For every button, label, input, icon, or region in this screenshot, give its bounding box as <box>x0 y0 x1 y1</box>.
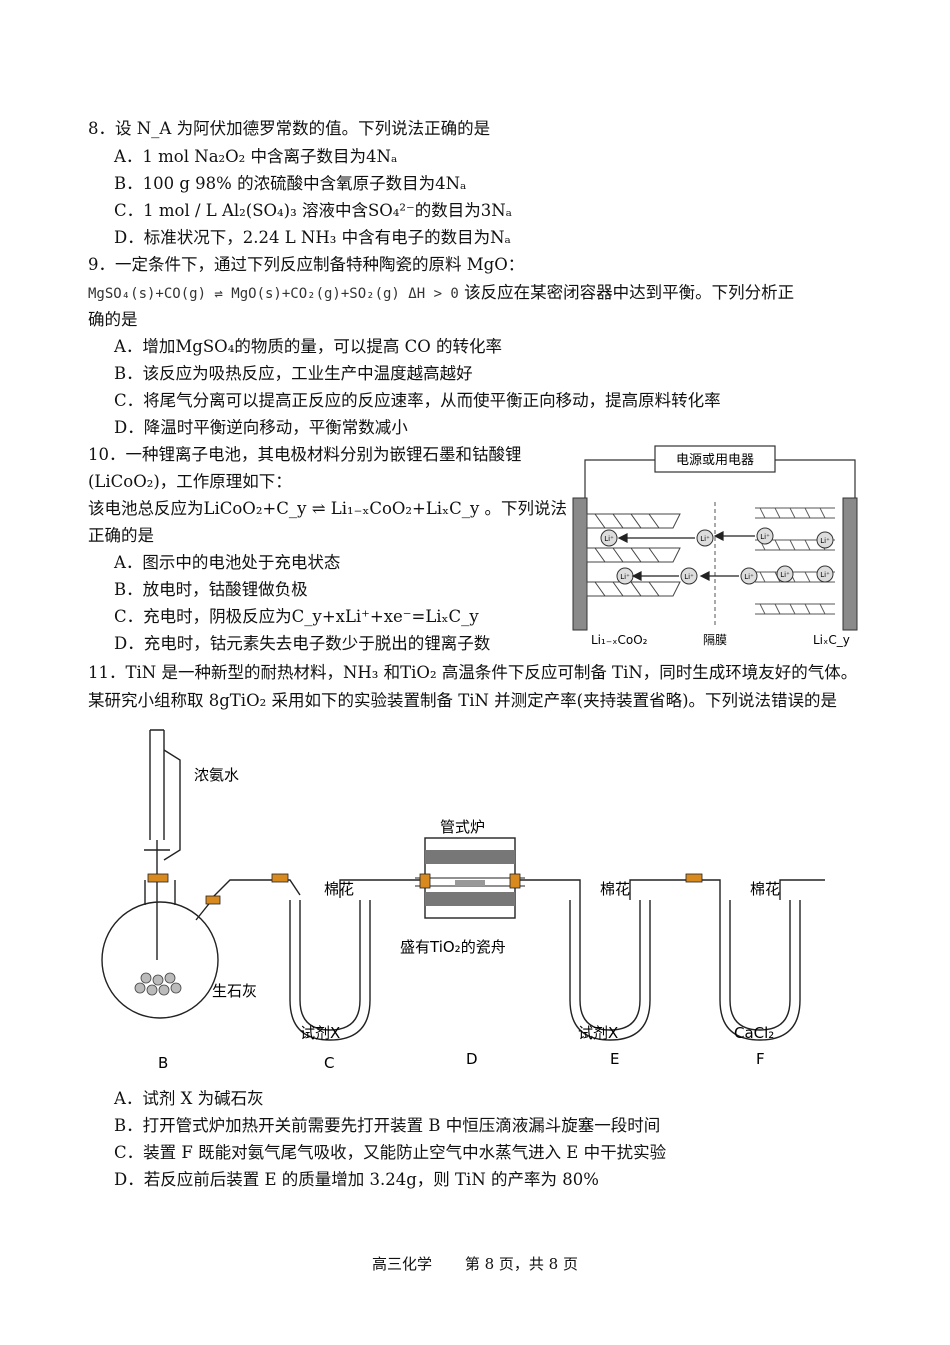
dropping-funnel <box>149 729 165 840</box>
q8-option-a: A．1 mol Na₂O₂ 中含离子数目为4Nₐ <box>114 147 398 166</box>
u-tube-f <box>719 900 801 1041</box>
q9-option-b: B．该反应为吸热反应，工业生产中温度越高越好 <box>114 364 473 383</box>
q9-equation: MgSO₄(s)+CO(g) ⇌ MgO(s)+CO₂(g)+SO₂(g) ΔH… <box>88 286 459 302</box>
quicklime-beads <box>134 972 182 996</box>
q10-stem-3: 该电池总反应为LiCoO₂+C_y ⇌ Li₁₋ₓCoO₂+LiₓC_y 。下列… <box>88 499 568 518</box>
q10-stem-2: (LiCoO₂)，工作原理如下： <box>88 472 292 491</box>
quicklime-label: 生石灰 <box>212 982 257 1000</box>
label-e: E <box>610 1050 619 1068</box>
q10-option-b: B．放电时，钴酸锂做负极 <box>114 580 308 599</box>
reagent-c-label: 试剂X <box>300 1024 340 1042</box>
u-tube-c <box>289 900 371 1041</box>
li-ion-label: Li⁺ <box>700 535 710 543</box>
q9-stem: 9．一定条件下，通过下列反应制备特种陶瓷的原料 MgO： <box>88 255 525 274</box>
q8-option-b: B．100 g 98% 的浓硫酸中含氧原子数目为4Nₐ <box>114 174 467 193</box>
ion-arrows <box>617 531 755 581</box>
q8-option-c: C．1 mol / L Al₂(SO₄)₃ 溶液中含SO₄²⁻的数目为3Nₐ <box>114 201 513 220</box>
cobalt-oxide-layers <box>586 513 681 597</box>
li-ion-label: Li⁺ <box>744 573 754 581</box>
tube-furnace <box>415 837 525 919</box>
q8-option-d: D．标准状况下，2.24 L NH₃ 中含有电子的数目为Nₐ <box>114 228 511 247</box>
q10-option-c: C．充电时，阴极反应为C_y+xLi⁺+xe⁻=LiₓC_y <box>114 607 479 626</box>
left-electrode <box>572 497 588 631</box>
q9-option-c: C．将尾气分离可以提高正反应的反应速率，从而使平衡正向移动，提高原料转化率 <box>114 391 721 410</box>
q9-option-d: D．降温时平衡逆向移动，平衡常数减小 <box>114 418 408 437</box>
li-ion-label: Li⁺ <box>684 573 694 581</box>
q11-stem-1: 11．TiN 是一种新型的耐热材料，NH₃ 和TiO₂ 高温条件下反应可制备 T… <box>88 663 858 682</box>
battery-diagram: 电源或用电器 Li <box>572 445 858 647</box>
q9-option-a: A．增加MgSO₄的物质的量，可以提高 CO 的转化率 <box>114 337 502 356</box>
q9-equation-line: MgSO₄(s)+CO(g) ⇌ MgO(s)+CO₂(g)+SO₂(g) ΔH… <box>88 282 794 305</box>
footer-page-number: 第 8 页，共 8 页 <box>464 1255 578 1273</box>
li-ion-label: Li⁺ <box>604 535 614 543</box>
q9-equation-tail: 该反应在某密闭容器中达到平衡。下列分析正 <box>464 283 795 302</box>
li-ion-label: Li⁺ <box>820 571 830 579</box>
label-b: B <box>158 1054 168 1072</box>
anode-label: LiₓC_y <box>813 633 850 647</box>
q11-stem-2: 某研究小组称取 8gTiO₂ 采用如下的实验装置制备 TiN 并测定产率(夹持装… <box>88 691 838 710</box>
q8-stem: 8．设 N_A 为阿伏加德罗常数的值。下列说法正确的是 <box>88 119 491 138</box>
q10-stem-1: 10．一种锂离子电池，其电极材料分别为嵌锂石墨和钴酸锂 <box>88 445 522 464</box>
power-device-box <box>654 445 776 473</box>
u-tube-e <box>569 900 651 1041</box>
q11-option-b: B．打开管式炉加热开关前需要先打开装置 B 中恒压滴液漏斗旋塞一段时间 <box>114 1116 661 1135</box>
q10-stem-4: 正确的是 <box>88 526 154 545</box>
right-electrode <box>842 497 858 631</box>
cotton-label-f: 棉花 <box>750 880 780 898</box>
q11-option-d: D．若反应前后装置 E 的质量增加 3.24g，则 TiN 的产率为 80% <box>114 1170 599 1189</box>
apparatus-diagram: 浓氨水 生石灰 管式炉 盛有TiO₂的瓷舟 棉花 棉花 棉花 试剂X 试剂X C… <box>101 729 825 1072</box>
label-d: D <box>466 1050 478 1068</box>
furnace-label: 管式炉 <box>440 818 485 836</box>
cotton-label-c: 棉花 <box>324 880 354 898</box>
reagent-e-label: 试剂X <box>578 1024 618 1042</box>
separator-label: 隔膜 <box>703 633 727 647</box>
li-ion-label: Li⁺ <box>820 537 830 545</box>
boat-label: 盛有TiO₂的瓷舟 <box>400 938 506 956</box>
label-f: F <box>756 1050 765 1068</box>
page-footer: 高三化学 第 8 页，共 8 页 <box>0 1253 950 1274</box>
reagent-f-label: CaCl₂ <box>734 1024 774 1042</box>
footer-subject: 高三化学 <box>372 1255 433 1273</box>
q10-option-d: D．充电时，钴元素失去电子数少于脱出的锂离子数 <box>114 634 491 653</box>
li-ion-label: Li⁺ <box>780 571 790 579</box>
label-c: C <box>324 1054 334 1072</box>
cotton-label-e: 棉花 <box>600 880 630 898</box>
q11-option-a: A．试剂 X 为碱石灰 <box>114 1089 264 1108</box>
round-flask <box>101 901 219 1019</box>
cathode-label: Li₁₋ₓCoO₂ <box>591 633 648 647</box>
ammonia-label: 浓氨水 <box>194 766 239 784</box>
power-device-label: 电源或用电器 <box>676 453 754 468</box>
lithium-ions <box>600 527 834 585</box>
graphite-layers <box>755 507 835 615</box>
q9-stem-2: 确的是 <box>88 310 138 329</box>
li-ion-label: Li⁺ <box>620 573 630 581</box>
q11-option-c: C．装置 F 既能对氨气尾气吸收，又能防止空气中水蒸气进入 E 中干扰实验 <box>114 1143 667 1162</box>
q10-option-a: A．图示中的电池处于充电状态 <box>114 553 341 572</box>
li-ion-label: Li⁺ <box>760 533 770 541</box>
